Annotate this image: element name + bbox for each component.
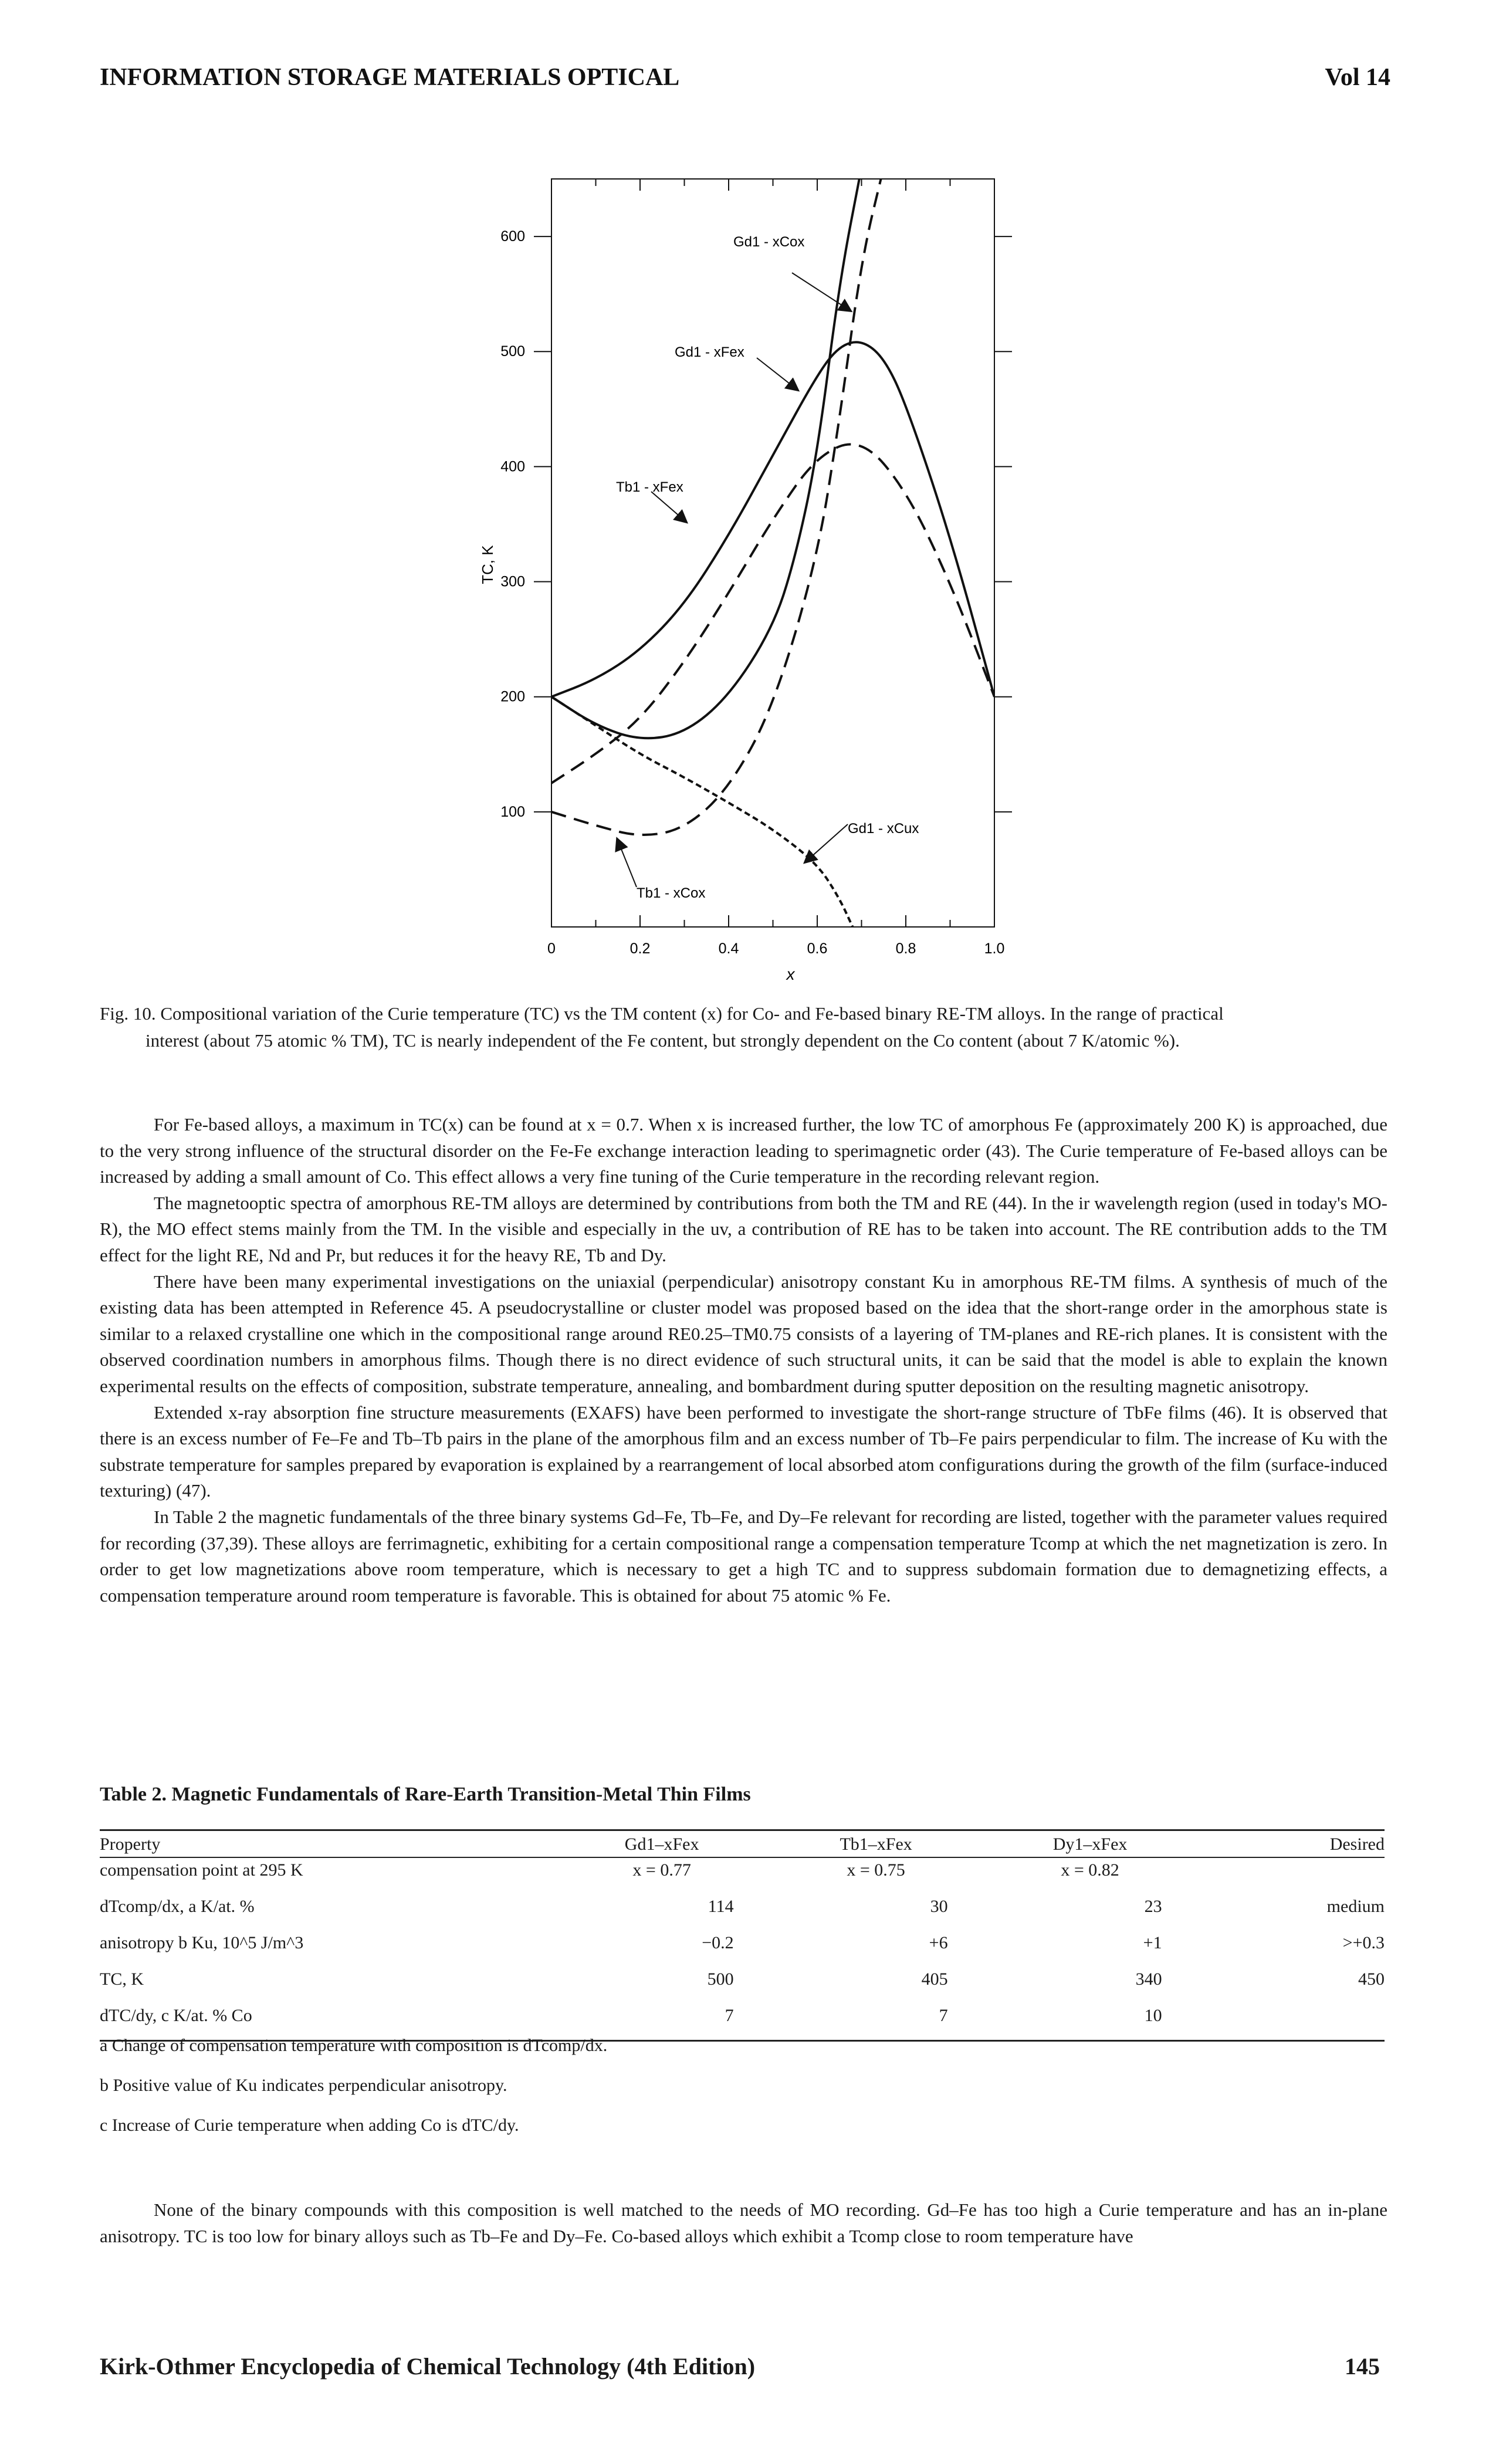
x-tick-label: 0.2 <box>630 940 651 957</box>
table-cell: 405 <box>921 1969 948 1989</box>
table-cell: 450 <box>1358 1969 1385 1989</box>
table-cell: +6 <box>929 1933 948 1952</box>
y-tick-label: 200 <box>500 689 525 705</box>
figure-caption: Fig. 10. Compositional variation of the … <box>100 1000 1387 1054</box>
running-header-title: INFORMATION STORAGE MATERIALS OPTICAL <box>100 64 680 91</box>
table-cell <box>1197 1857 1385 1894</box>
table-cell: +1 <box>1143 1933 1162 1952</box>
table-cell: 23 <box>1144 1897 1162 1916</box>
chart-series <box>551 179 994 927</box>
table-cell: anisotropy b Ku, 10^5 J/m^3 <box>100 1933 304 1952</box>
curie-temperature-figure: 0 0.2 0.4 0.6 0.8 1.0 100 200 300 400 500 600 x TC, K… <box>458 170 1038 983</box>
page-number: 145 <box>1345 2353 1380 2380</box>
y-tick-label: 300 <box>500 574 525 590</box>
table-header-row: Property Gd1–xFex Tb1–xFex Dy1–xFex Desi… <box>100 1829 1385 1858</box>
table-cell: x = 0.82 <box>1061 1860 1119 1880</box>
chart-axes: 0 0.2 0.4 0.6 0.8 1.0 100 200 300 400 500 600 x TC, K <box>479 178 1012 983</box>
table-cell: 10 <box>983 2003 1197 2042</box>
table-cell: 7 <box>769 2003 983 2042</box>
table-title: Table 2. Magnetic Fundamentals of Rare-E… <box>100 1783 751 1805</box>
paragraph-5: In Table 2 the magnetic fundamentals of … <box>100 1506 1387 1606</box>
table-cell: dTcomp/dx, a K/at. % <box>100 1897 255 1916</box>
table-cell: >+0.3 <box>1342 1933 1385 1952</box>
table-cell: 114 <box>708 1897 734 1916</box>
volume-number: Vol 14 <box>1325 64 1390 91</box>
y-tick-label: 600 <box>500 228 525 245</box>
table-cell: 7 <box>554 2003 769 2042</box>
arrow-gdcu <box>803 824 848 864</box>
arrow-tbfe <box>651 491 689 524</box>
x-tick-label: 0 <box>547 940 556 957</box>
series-line-4 <box>551 696 854 927</box>
table-cell: x = 0.75 <box>847 1860 905 1880</box>
x-tick-label: 0.6 <box>807 940 828 957</box>
y-tick-label: 500 <box>500 343 525 360</box>
paragraph-1: For Fe-based alloys, a maximum in TC(x) … <box>100 1114 1387 1187</box>
continuation-text: None of the binary compounds with this c… <box>100 2197 1387 2249</box>
arrow-gdfe <box>756 357 800 392</box>
chart-curve-labels: Gd1 - xCox Gd1 - xFex Tb1 - xFex Gd1 - x… <box>615 234 919 901</box>
y-tick-label: 100 <box>500 804 525 820</box>
table-cell: 340 <box>1135 1969 1162 1989</box>
footnote-a: a Change of compensation temperature wit… <box>100 2036 608 2055</box>
series-line-0 <box>551 341 994 698</box>
col-header-gdfe: Gd1–xFex <box>554 1829 769 1858</box>
col-header-property: Property <box>100 1829 555 1858</box>
y-axis-label: TC, K <box>479 545 496 584</box>
plot-frame <box>551 178 995 928</box>
arrow-tbco <box>615 837 637 888</box>
footnote-c: c Increase of Curie temperature when add… <box>100 2116 519 2135</box>
figure-caption-line-1: Fig. 10. Compositional variation of the … <box>100 1003 1224 1024</box>
table-row: dTcomp/dx, a K/at. % 114 30 23 medium <box>100 1894 1385 1931</box>
table-row: dTC/dy, c K/at. % Co 7 7 10 <box>100 2003 1385 2042</box>
curie-temperature-chart: 0 0.2 0.4 0.6 0.8 1.0 100 200 300 400 500 600 x TC, K… <box>479 178 1012 983</box>
figure-caption-line-2: interest (about 75 atomic % TM), TC is n… <box>145 1030 1180 1051</box>
footer-source: Kirk-Othmer Encyclopedia of Chemical Tec… <box>100 2353 756 2380</box>
table-cell: x = 0.77 <box>632 1860 691 1880</box>
x-tick-label: 0.4 <box>719 940 739 957</box>
series-line-3 <box>551 179 882 836</box>
curve-label-tbco: Tb1 - xCox <box>637 885 705 901</box>
table-row: compensation point at 295 K x = 0.77 x =… <box>100 1857 1385 1894</box>
table-cell: medium <box>1326 1897 1385 1916</box>
table-cell: 500 <box>707 1969 734 1989</box>
arrow-gdco <box>791 272 853 313</box>
table-cell: 30 <box>930 1897 948 1916</box>
paragraph-4: Extended x-ray absorption fine structure… <box>100 1402 1387 1501</box>
curve-label-gdfe: Gd1 - xFex <box>675 344 744 360</box>
body-text: For Fe-based alloys, a maximum in TC(x) … <box>100 1112 1387 1609</box>
y-tick-label: 400 <box>500 458 525 475</box>
table-row: anisotropy b Ku, 10^5 J/m^3 −0.2 +6 +1 >… <box>100 1931 1385 1967</box>
paragraph-6: None of the binary compounds with this c… <box>100 2199 1387 2246</box>
col-header-dyfe: Dy1–xFex <box>983 1829 1197 1858</box>
paragraph-2: The magnetooptic spectra of amorphous RE… <box>100 1192 1387 1265</box>
table-row: TC, K 500 405 340 450 <box>100 1967 1385 2003</box>
footnote-b: b Positive value of Ku indicates perpend… <box>100 2076 507 2095</box>
table-cell: −0.2 <box>702 1933 734 1952</box>
paragraph-3: There have been many experimental invest… <box>100 1271 1387 1396</box>
table-cell: compensation point at 295 K <box>100 1860 303 1880</box>
curve-label-tbfe: Tb1 - xFex <box>616 479 683 495</box>
col-header-tbfe: Tb1–xFex <box>769 1829 983 1858</box>
curve-label-gdco: Gd1 - xCox <box>733 234 804 250</box>
x-tick-label: 0.8 <box>896 940 916 957</box>
table-cell <box>1197 2003 1385 2042</box>
col-header-desired: Desired <box>1197 1829 1385 1858</box>
table-footnotes: a Change of compensation temperature wit… <box>100 2036 1387 2155</box>
table-cell: dTC/dy, c K/at. % Co <box>100 2003 555 2042</box>
x-axis-label: x <box>786 965 796 980</box>
table-cell: TC, K <box>100 1969 144 1989</box>
x-tick-label: 1.0 <box>984 940 1005 957</box>
series-line-2 <box>551 179 861 740</box>
curve-label-gdcu: Gd1 - xCux <box>848 821 919 837</box>
series-line-1 <box>551 443 994 784</box>
magnetic-fundamentals-table: Property Gd1–xFex Tb1–xFex Dy1–xFex Desi… <box>100 1829 1385 2042</box>
